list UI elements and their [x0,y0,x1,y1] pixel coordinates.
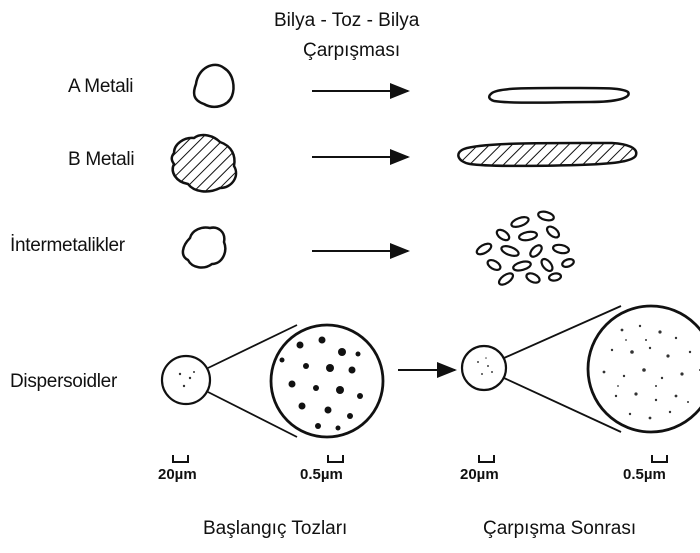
scale-label-3: 20µm [460,466,499,483]
intermetallic-particle [183,227,225,267]
dispersoid-after-magnified-dots [603,325,700,420]
zoom-line-upper-right [504,306,621,358]
caption-initial-powders: Başlangıç Tozları [203,518,347,540]
scale-bar-3 [479,455,494,462]
dispersoid-after-particle-dots [477,357,493,375]
dispersoid-after-particle [462,346,506,390]
scale-bar-2 [328,455,343,462]
a-metal-flattened [489,88,628,103]
dispersoid-initial-particle-dots [179,371,195,387]
scale-bar-1 [173,455,188,462]
dispersoid-initial-magnified [271,325,383,437]
scale-bar-4 [652,455,667,462]
b-metal-flattened [458,143,636,166]
a-metal-particle [194,65,233,107]
scale-label-2: 0.5µm [300,466,343,483]
caption-after-collision: Çarpışma Sonrası [483,518,636,540]
dispersoid-initial-particle [162,356,210,404]
zoom-line-lower-right [504,378,621,432]
b-metal-particle [172,135,236,191]
intermetallic-fragments [475,210,575,287]
scale-label-1: 20µm [158,466,197,483]
scale-label-4: 0.5µm [623,466,666,483]
dispersoid-initial-magnified-dots [280,337,364,431]
